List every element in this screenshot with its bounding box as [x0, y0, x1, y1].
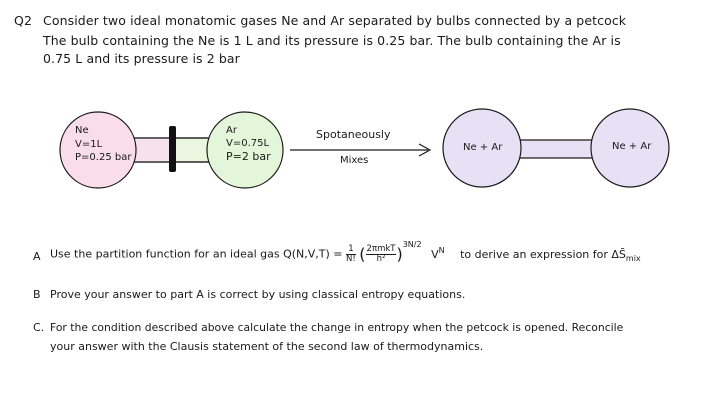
frac-one: 1: [346, 245, 356, 256]
ar-gas: Ar: [226, 125, 237, 136]
frac-n-factorial: N!: [346, 254, 356, 265]
part-a-text: Use the partition function for an ideal …: [50, 238, 641, 272]
ne-volume: V=1L: [75, 139, 103, 150]
open-paren: (: [359, 244, 366, 264]
exponent-3n2: 3N/2: [402, 240, 422, 249]
question-line-2: The bulb containing the Ne is 1 L and it…: [43, 33, 621, 48]
part-b-letter: B: [33, 288, 41, 301]
part-b-text: Prove your answer to part A is correct b…: [50, 288, 466, 301]
question-number: Q2: [14, 13, 32, 28]
ar-bulb: [206, 111, 284, 189]
mixed-connector-tube: [500, 140, 620, 158]
arrow-label-top: Spotaneously: [316, 128, 391, 141]
ar-bulb-label: Ar V=0.75L P=2 bar: [226, 125, 271, 162]
close-paren: ): [396, 244, 403, 264]
ne-bulb-label: Ne V=1L P=0.25 bar: [75, 125, 131, 163]
mixed-left-label: Ne + Ar: [463, 142, 503, 153]
v-term: V: [431, 247, 439, 261]
ar-pressure: P=2 bar: [226, 150, 271, 163]
part-c-line-2: your answer with the Clausis statement o…: [50, 340, 484, 353]
v-exponent: N: [438, 246, 445, 255]
mixed-right-label: Ne + Ar: [612, 141, 652, 152]
question-line-1: Consider two ideal monatomic gases Ne an…: [43, 13, 627, 28]
part-a-letter: A: [33, 250, 41, 263]
petcock: [169, 126, 176, 172]
thermal-fraction: 2πmkT h²: [365, 244, 397, 265]
frac-numerator: 2πmkT: [365, 244, 397, 256]
frac-denominator: h²: [376, 254, 386, 265]
ar-volume: V=0.75L: [226, 138, 270, 149]
part-a-outro: to derive an expression for ΔS̄: [460, 247, 626, 261]
mixed-bulb-left: [442, 108, 522, 188]
arrow-label-bottom: Mixes: [340, 155, 369, 166]
mixed-bulb-right: [590, 108, 670, 188]
ne-pressure: P=0.25 bar: [75, 152, 132, 163]
ne-gas: Ne: [75, 125, 89, 136]
ne-bulb: [59, 111, 137, 189]
part-c-letter: C.: [33, 321, 45, 334]
one-over-n-factorial: 1 N!: [346, 245, 356, 264]
question-line-3: 0.75 L and its pressure is 2 bar: [43, 51, 240, 66]
part-a-intro: Use the partition function for an ideal …: [50, 247, 343, 261]
mix-subscript: mix: [625, 253, 641, 263]
part-c-line-1: For the condition described above calcul…: [50, 321, 624, 334]
